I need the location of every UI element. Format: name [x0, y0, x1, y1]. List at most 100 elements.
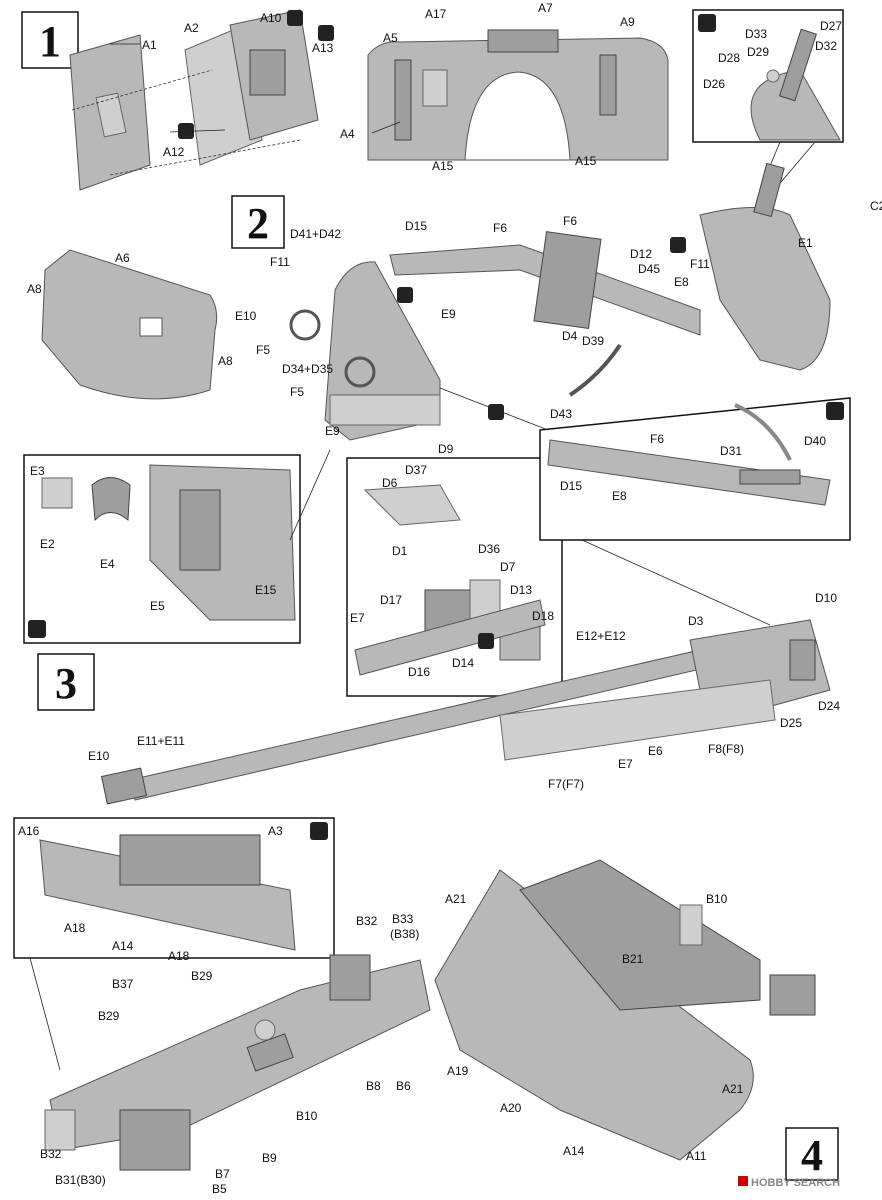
svg-text:B8: B8 [366, 1079, 381, 1093]
svg-text:D29: D29 [747, 45, 769, 59]
svg-text:A9: A9 [620, 15, 635, 29]
svg-text:B29: B29 [191, 969, 213, 983]
svg-text:E1: E1 [798, 236, 813, 250]
svg-text:D15: D15 [560, 479, 582, 493]
svg-text:A7: A7 [538, 1, 553, 15]
svg-text:D6: D6 [382, 476, 398, 490]
svg-text:D25: D25 [780, 716, 802, 730]
svg-text:A13: A13 [312, 41, 334, 55]
svg-text:F6: F6 [650, 432, 664, 446]
svg-text:E11+E11: E11+E11 [137, 734, 185, 748]
svg-text:A8: A8 [218, 354, 233, 368]
step4-shield-labels: A21 B10 B21 A19 A20 A21 A14 A11 [445, 892, 744, 1163]
svg-text:D33: D33 [745, 27, 767, 41]
svg-text:B5: B5 [212, 1182, 227, 1196]
cement-icon [318, 25, 334, 41]
step4-cradle-assembly [44, 954, 431, 1171]
svg-text:D26: D26 [703, 77, 725, 91]
step-4-marker: 4 [785, 1127, 839, 1181]
step4-inset-cradle: A16 A3 A18 A14 A18 [13, 817, 335, 1071]
watermark: HOBBY SEARCH [738, 1176, 840, 1189]
svg-text:E9: E9 [325, 424, 340, 438]
hobby-search-logo-icon [738, 1176, 748, 1186]
svg-text:D1: D1 [392, 544, 408, 558]
svg-text:B10: B10 [296, 1109, 318, 1123]
svg-text:E8: E8 [674, 275, 689, 289]
svg-text:F11: F11 [690, 257, 710, 271]
svg-text:B6: B6 [396, 1079, 411, 1093]
step-number: 4 [801, 1131, 823, 1180]
svg-text:D31: D31 [720, 444, 742, 458]
svg-text:A15: A15 [432, 159, 454, 173]
svg-text:D34+D35: D34+D35 [282, 362, 333, 376]
svg-text:E2: E2 [40, 537, 55, 551]
svg-text:D16: D16 [408, 665, 430, 679]
page-corner-text: C2 [870, 199, 882, 213]
svg-text:A8: A8 [27, 282, 42, 296]
step4-lower-shield [434, 859, 816, 1161]
step2-cement-icons [397, 237, 686, 420]
step3-labels: D10 D3 E12+E12 D24 D25 E11+E11 E10 F8(F8… [88, 591, 840, 791]
svg-text:B37: B37 [112, 977, 134, 991]
svg-text:A21: A21 [722, 1082, 744, 1096]
svg-text:E15: E15 [255, 583, 277, 597]
svg-text:D15: D15 [405, 219, 427, 233]
svg-text:A11: A11 [686, 1149, 707, 1163]
svg-text:D40: D40 [804, 434, 826, 448]
svg-text:B32: B32 [40, 1147, 62, 1161]
svg-text:D32: D32 [815, 39, 837, 53]
svg-text:A20: A20 [500, 1101, 522, 1115]
step1-inset-sight-arm: D33 D27 D29 D32 D28 D26 [692, 9, 844, 196]
svg-text:F11: F11 [270, 255, 290, 269]
svg-text:D12: D12 [630, 247, 652, 261]
svg-text:E5: E5 [150, 599, 165, 613]
step-number: 2 [247, 199, 269, 248]
svg-text:D45: D45 [638, 262, 660, 276]
step1-rear-shield [367, 29, 669, 161]
svg-text:D13: D13 [510, 583, 532, 597]
svg-text:F8(F8): F8(F8) [708, 742, 744, 756]
step1-cement-icons [178, 10, 334, 139]
svg-text:B31(B30): B31(B30) [55, 1173, 106, 1187]
svg-text:E3: E3 [30, 464, 45, 478]
glue-icon [310, 822, 328, 840]
svg-text:D37: D37 [405, 463, 427, 477]
svg-text:A6: A6 [115, 251, 130, 265]
svg-text:D24: D24 [818, 699, 840, 713]
svg-text:D3: D3 [688, 614, 704, 628]
svg-text:A5: A5 [383, 31, 398, 45]
svg-text:F6: F6 [563, 214, 577, 228]
glue-icon [826, 402, 844, 420]
svg-text:D7: D7 [500, 560, 516, 574]
svg-text:F7(F7): F7(F7) [548, 777, 584, 791]
svg-text:B10: B10 [706, 892, 728, 906]
step4-cradle-labels: B32 B33 (B38) B29 B37 B29 B8 B6 B10 B32 … [40, 912, 419, 1196]
svg-text:E8: E8 [612, 489, 627, 503]
svg-text:A1: A1 [142, 38, 157, 52]
step-number: 3 [55, 659, 77, 708]
svg-text:D4: D4 [562, 329, 578, 343]
cement-icon [397, 287, 413, 303]
svg-text:A14: A14 [112, 939, 134, 953]
svg-text:E10: E10 [88, 749, 110, 763]
svg-text:D39: D39 [582, 334, 604, 348]
svg-text:D9: D9 [438, 442, 454, 456]
svg-text:F6: F6 [493, 221, 507, 235]
svg-text:B29: B29 [98, 1009, 120, 1023]
svg-text:A15: A15 [575, 154, 597, 168]
svg-text:E6: E6 [648, 744, 663, 758]
cement-icon [178, 123, 194, 139]
step3-barrel [100, 619, 831, 805]
svg-text:D10: D10 [815, 591, 837, 605]
step-1-marker: 1 [21, 11, 79, 69]
svg-text:A10: A10 [260, 11, 282, 25]
svg-text:D27: D27 [820, 19, 842, 33]
svg-text:D43: D43 [550, 407, 572, 421]
svg-text:A16: A16 [18, 824, 40, 838]
svg-text:HOBBY SEARCH: HOBBY SEARCH [751, 1177, 840, 1189]
glue-icon [28, 620, 46, 638]
svg-text:A21: A21 [445, 892, 467, 906]
step-number: 1 [39, 17, 61, 66]
svg-text:B9: B9 [262, 1151, 277, 1165]
